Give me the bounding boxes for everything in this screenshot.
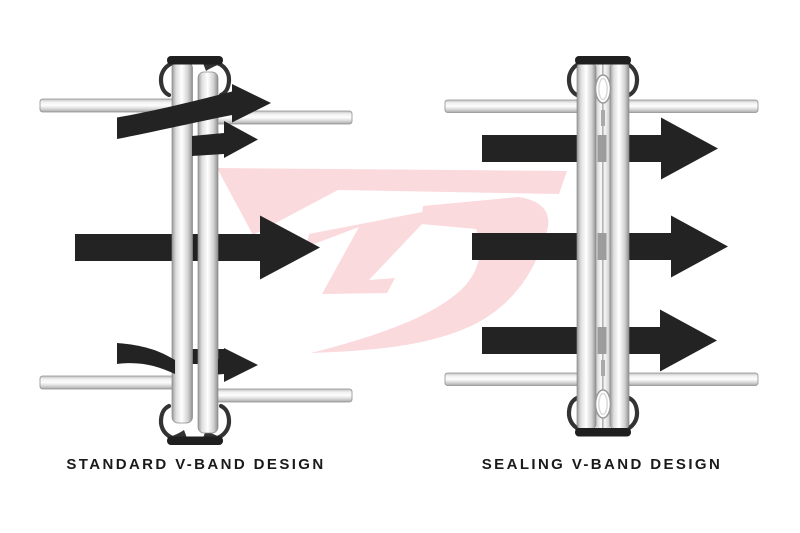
clamp-shoulder (203, 63, 223, 71)
clamp-arm-bottom-right (619, 395, 640, 434)
clamp-arm-bottom-left (566, 395, 587, 434)
vband-clamps (158, 59, 232, 442)
flange-half-left (576, 61, 597, 431)
channel-seal-segment-small (601, 110, 605, 126)
channel-seal-segment (597, 135, 607, 162)
clamp-cap-bottom (167, 436, 223, 445)
flow-arrow-top-tail (482, 135, 578, 162)
clamp-cap-bottom (575, 428, 631, 437)
oring-seal-bottom-inner (598, 392, 608, 416)
clamp-shoulder (167, 430, 187, 438)
pipes (444, 99, 759, 386)
flow-arrow-middle-tail (472, 233, 578, 260)
oring-seal-top-inner (598, 77, 608, 101)
flange-assembly (576, 61, 630, 431)
leak-arrow-bottom-small (218, 348, 258, 382)
clamp-arm-top-right (211, 59, 232, 98)
flow-arrow-middle (75, 215, 320, 280)
channel-seal-segment-small (601, 360, 605, 376)
sealing-vband-diagram (444, 56, 759, 437)
channel-seal-segment (597, 233, 607, 260)
channel-seal-segment (597, 327, 607, 354)
watermark-band (217, 168, 567, 235)
standard-vband-label: STANDARD V-BAND DESIGN (66, 456, 326, 473)
standard-vband-diagram (39, 56, 353, 445)
leak-arrow-top-small (192, 121, 258, 158)
pipe-bottom-right (213, 388, 353, 403)
pipe-bottom-left (39, 375, 178, 390)
pipe-bottom-right (625, 372, 759, 386)
flow-arrow-bottom-tail (482, 327, 578, 354)
clamp-arm-bottom-right (211, 403, 232, 442)
flange-half-right (609, 61, 630, 431)
clamp-arm-top-left (158, 59, 179, 98)
flow-arrow-bottom-head (629, 309, 717, 372)
leak-arrow-bottom-tail (117, 343, 175, 374)
watermark-letter-t (306, 203, 473, 294)
clamp-arm-bottom-left (158, 403, 179, 442)
clamp-cap-top (167, 56, 223, 65)
sealing-vband-label: SEALING V-BAND DESIGN (481, 456, 723, 473)
clamp-arm-top-right (619, 59, 640, 98)
vband-clamps (566, 59, 640, 434)
pipe-top-left (444, 99, 581, 113)
flow-arrow-top-head (629, 117, 718, 180)
flow-arrow-middle-head (629, 215, 728, 278)
pipe-bottom-left (444, 372, 581, 386)
flange-halves (171, 61, 219, 434)
clamp-arm-top-left (566, 59, 587, 98)
clamp-cap-top (575, 56, 631, 65)
leak-arrow-top-large (117, 84, 271, 139)
flange-half-right (197, 71, 219, 434)
pipe-top-right (625, 99, 759, 113)
